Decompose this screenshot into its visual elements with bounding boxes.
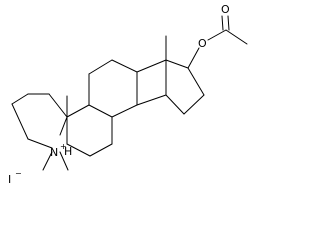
ring-hydrogen-label: H (64, 145, 72, 158)
ester-oxygen-label: O (198, 37, 207, 50)
carbonyl-oxygen-label: O (221, 3, 230, 16)
nitrogen-label: N (50, 146, 58, 159)
ring-a-bonds (11, 93, 68, 149)
acetate-bonds (187, 15, 248, 69)
iodide-counterion-label: I (8, 173, 11, 186)
chemical-structure-diagram: O O N + H I − (8, 3, 248, 186)
ring-c-bonds (88, 59, 138, 118)
n-methyl-bonds (42, 151, 69, 171)
nitrogen-charge-label: + (60, 142, 67, 151)
ring-b-bonds (66, 104, 113, 157)
iodide-charge-label: − (15, 169, 22, 178)
ring-d-bonds (136, 59, 205, 115)
